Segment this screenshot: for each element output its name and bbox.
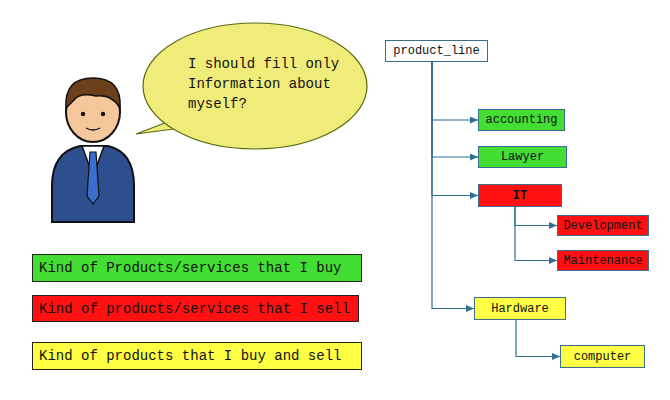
- box-label: accounting: [485, 113, 557, 127]
- category-box: Hardware: [474, 297, 566, 320]
- tree-connector: [515, 207, 557, 226]
- category-box: accounting: [478, 109, 565, 131]
- legend-swatch: Kind of products/services that I sell: [32, 295, 359, 322]
- tree-connector: [432, 62, 474, 309]
- speech-bubble: I should fill only Information about mys…: [142, 22, 368, 150]
- person-eye: [101, 112, 105, 116]
- category-box: computer: [560, 345, 645, 368]
- person-tie: [87, 152, 99, 204]
- legend-text: Kind of Products/services that I buy: [39, 260, 341, 276]
- box-label: Lawyer: [501, 150, 544, 164]
- legend-swatch: Kind of products that I buy and sell: [32, 342, 362, 370]
- box-label: product_line: [393, 44, 479, 58]
- box-label: Development: [563, 219, 642, 233]
- tree-connector: [432, 62, 478, 120]
- box-label: Hardware: [491, 302, 549, 316]
- category-box: Development: [557, 215, 649, 236]
- bubble-text: I should fill only Information about mys…: [188, 54, 348, 114]
- legend-text: Kind of products/services that I sell: [39, 301, 350, 317]
- person-eye: [81, 112, 85, 116]
- person-body: [52, 146, 134, 222]
- category-box: product_line: [385, 40, 488, 62]
- person-mouth: [86, 128, 100, 130]
- person-hair: [66, 78, 120, 108]
- box-label: IT: [513, 189, 527, 203]
- tree-connector: [515, 207, 557, 261]
- tree-connector: [432, 62, 478, 157]
- tree-connector: [432, 62, 478, 196]
- box-label: computer: [574, 350, 632, 364]
- tree-connector: [516, 320, 560, 357]
- box-label: Maintenance: [563, 254, 642, 268]
- category-box: IT: [478, 184, 562, 207]
- category-box: Lawyer: [478, 146, 567, 168]
- legend-text: Kind of products that I buy and sell: [39, 348, 341, 364]
- category-box: Maintenance: [557, 250, 649, 271]
- legend-swatch: Kind of Products/services that I buy: [32, 254, 362, 282]
